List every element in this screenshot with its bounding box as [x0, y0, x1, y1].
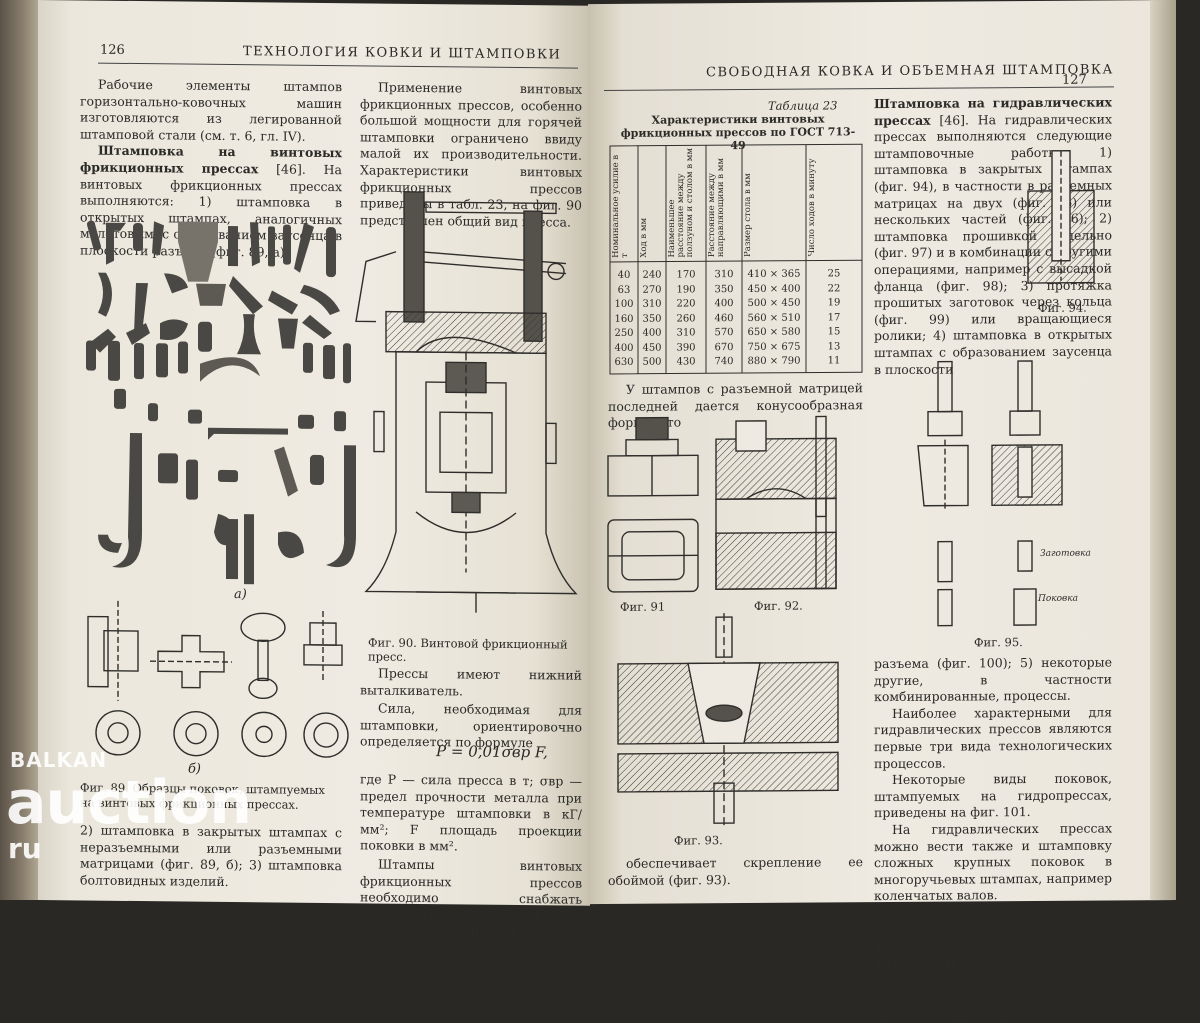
table-cell: 260: [676, 312, 696, 324]
table-cell: 670: [714, 341, 734, 353]
paragraph: Наиболее характерными для гидравлических…: [874, 704, 1112, 771]
table-cell: 63: [617, 284, 631, 296]
table-cell: 160: [614, 313, 634, 325]
paragraph: Некоторые виды поковок, штампуемых на ги…: [874, 770, 1112, 821]
table-23: Номинальное усилие в т Ход в мм Наименьшее…: [609, 143, 863, 375]
table-cell: 170: [676, 269, 696, 281]
table-cell: 25: [827, 268, 841, 280]
table-cell: 270: [642, 284, 662, 296]
table-grid: [609, 143, 863, 375]
table-header-cell: Наименьшее расстояние между ползуном и с…: [668, 147, 695, 258]
right-page: СВОБОДНАЯ КОВКА И ОБЪЕМНАЯ ШТАМПОВКА 127…: [588, 0, 1176, 1020]
fig-label-a: а): [234, 587, 247, 602]
table-cell: 310: [676, 327, 696, 339]
paragraph: На гидравлических прессах можно вести та…: [874, 820, 1112, 904]
column-2-body: Прессы имеют нижний выталкиватель. Сила,…: [360, 665, 582, 752]
paragraph: где P — сила пресса в т; σвр — предел пр…: [360, 771, 582, 854]
paragraph: Штампы винтовых фрикционных прессов необ…: [360, 856, 582, 956]
table-cell: 19: [827, 297, 841, 309]
table-cell: 460: [714, 312, 734, 324]
fig95-caption: Фиг. 95.: [974, 635, 1023, 650]
table-cell: 500: [642, 356, 662, 368]
table-header-cell: Расстояние между направляющими в мм: [708, 158, 726, 258]
paragraph: обеспечивает скрепление ее обоймой (фиг.…: [608, 854, 863, 888]
watermark-ru: ru: [8, 832, 42, 865]
fig89b-forgings-drawing: [87, 600, 349, 758]
header-rule: [604, 86, 1114, 91]
paragraph: Прессы имеют нижний выталкиватель.: [360, 665, 582, 699]
running-header: ТЕХНОЛОГИЯ КОВКИ И ШТАМПОВКИ: [243, 44, 562, 63]
table-cell: 450 × 400: [747, 283, 801, 295]
fig89a-forgings-illustration: а): [86, 220, 356, 602]
fig93-caption: Фиг. 93.: [674, 833, 723, 848]
book-edge-left: [0, 0, 40, 900]
table-cell: 560 × 510: [747, 312, 801, 324]
table-header-cell: Размер стола в мм: [744, 173, 753, 258]
fig94-drawing: [1027, 150, 1095, 284]
table-cell: 350: [714, 283, 734, 295]
running-header: СВОБОДНАЯ КОВКА И ОБЪЕМНАЯ ШТАМПОВКА: [706, 62, 1114, 81]
watermark-balkan: BALKAN: [10, 748, 108, 772]
watermark-auction: auction: [6, 768, 252, 838]
column-2-bottom: где P — сила пресса в т; σвр — предел пр…: [360, 771, 582, 958]
table-header-cell: Число ходов в минуту: [808, 158, 817, 257]
table-cell: 190: [676, 283, 696, 295]
table-header-cell: Ход в мм: [640, 217, 649, 258]
fig91-drawing: [607, 416, 699, 593]
table-cell: 630: [614, 356, 634, 368]
fig92-caption: Фиг. 92.: [754, 598, 803, 613]
table-cell: 13: [827, 340, 841, 352]
table-cell: 310: [714, 269, 734, 281]
table-cell: 450: [642, 342, 662, 354]
page-number: 126: [100, 42, 125, 58]
book-edge-right: [1150, 0, 1176, 901]
fig90-caption: Фиг. 90. Винтовой фрикционный пресс.: [368, 635, 568, 664]
formula: P = 0,01σвр F,: [436, 742, 548, 762]
zagotovka-label: Заготовка: [1040, 549, 1091, 559]
paragraph: разъема (фиг. 100); 5) некоторые другие,…: [874, 654, 1112, 705]
table-cell: 400: [714, 298, 734, 310]
table-cell: 22: [827, 282, 841, 294]
table-cell: 430: [676, 356, 696, 368]
table-cell: 400: [642, 327, 662, 339]
table-cell: 220: [676, 298, 696, 310]
table-cell: 740: [714, 356, 734, 368]
table-cell: 650 × 580: [747, 326, 801, 338]
table-header-cell: Номинальное усилие в т: [612, 154, 630, 258]
fig91-caption: Фиг. 91: [620, 599, 666, 614]
table-cell: 100: [614, 298, 634, 310]
table-cell: 410 × 365: [747, 268, 801, 280]
table-cell: 350: [642, 313, 662, 325]
table-cell: 250: [614, 327, 634, 339]
table-cell: 15: [827, 326, 841, 338]
paragraph: Рабочие элементы штампов горизонтально-к…: [80, 76, 342, 144]
table-cell: 400: [614, 342, 634, 354]
header-rule: [98, 62, 578, 69]
table-cell: 11: [827, 355, 841, 367]
pokovka-label: Поковка: [1037, 594, 1078, 604]
fig95-drawing: Заготовка Поковка: [917, 360, 1091, 627]
table-cell: 500 × 450: [747, 297, 801, 309]
table-cell: 750 × 675: [747, 341, 801, 353]
fig94-caption: Фиг. 94.: [1038, 300, 1087, 315]
fig90-screw-press-drawing: [355, 191, 578, 613]
table-cell: 240: [642, 269, 662, 281]
hydraulic-section-bottom: разъема (фиг. 100); 5) некоторые другие,…: [874, 654, 1112, 1021]
table-cell: 40: [617, 269, 631, 281]
left-page: 126 ТЕХНОЛОГИЯ КОВКИ И ШТАМПОВКИ Рабочие…: [38, 0, 590, 956]
table-cell: 390: [676, 341, 696, 353]
page-number: 127: [1062, 72, 1087, 88]
table-cell: 570: [714, 327, 734, 339]
fig92-drawing: [715, 415, 837, 590]
fig93-drawing: [617, 613, 839, 829]
table-cell: 17: [827, 311, 841, 323]
paragraph: На гидравлических прессах, так же как и …: [874, 903, 1112, 970]
paragraph: Особое внимание при штамповке на гидравл…: [874, 969, 1112, 1020]
table-label: Таблица 23: [768, 98, 838, 113]
table-cell: 880 × 790: [747, 355, 801, 367]
table-cell: 310: [642, 298, 662, 310]
